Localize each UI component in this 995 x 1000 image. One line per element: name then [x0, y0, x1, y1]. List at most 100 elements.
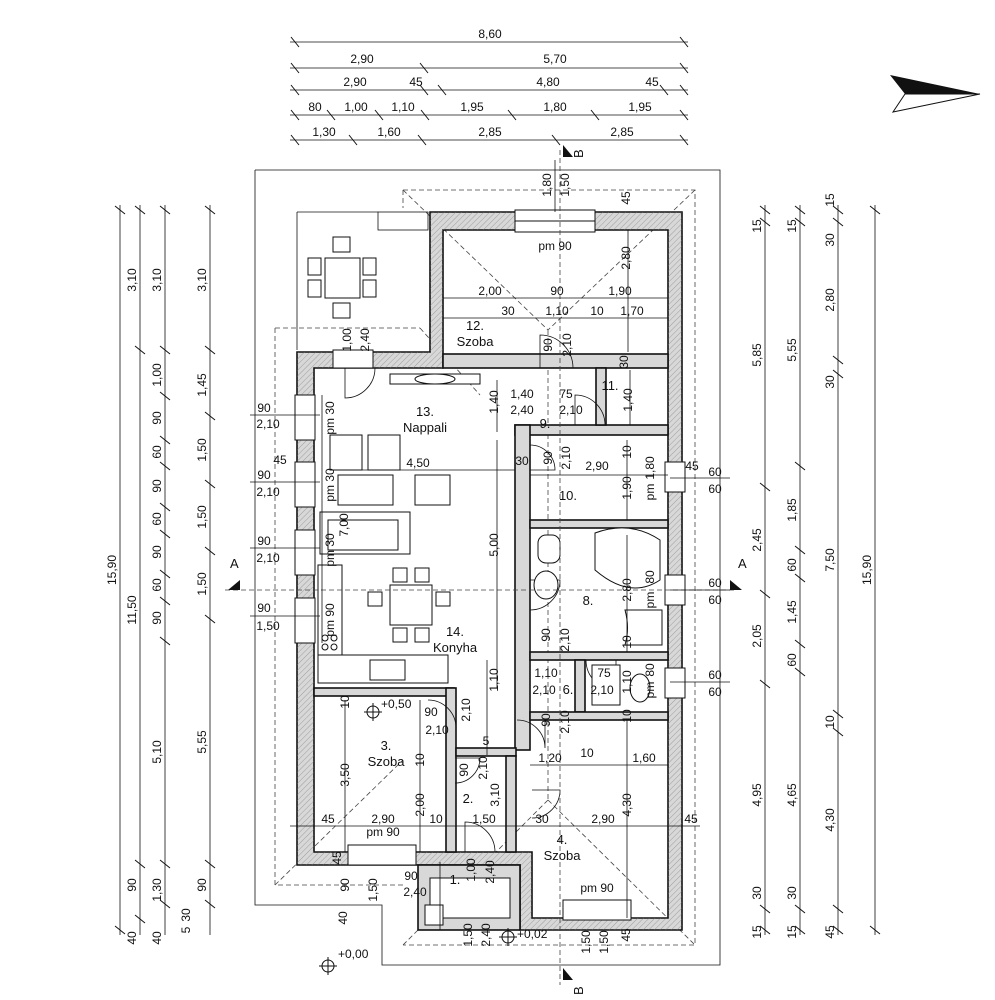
dim-r8-a: 2,80: [620, 578, 634, 602]
dim-r1-a: 90: [404, 869, 418, 883]
level-marker-icon: [319, 957, 337, 975]
dim-r3-g: 2,90: [371, 812, 395, 826]
dim-right-c2-9: 15: [785, 925, 799, 939]
dim-left-c4-8: 30: [179, 908, 193, 922]
dim-r3-pm: pm 90: [366, 825, 400, 839]
dim-terr-b: 2,40: [358, 328, 372, 352]
dim-r10-a: 90: [541, 451, 555, 465]
dim-r10-60a: 60: [708, 465, 722, 479]
dim-r3-b: 90: [424, 705, 438, 719]
dim-pm30a: pm 30: [323, 401, 337, 435]
dim-r1-f: 2,40: [479, 923, 493, 947]
dim-e-b: 90: [338, 878, 352, 892]
dim-r6-d: 2,10: [590, 683, 614, 697]
dim-pm30c: pm 30: [323, 533, 337, 567]
dim-top-r4-3: 1,10: [391, 100, 415, 114]
dim-top-r3-2: 45: [409, 75, 423, 89]
dim-r6-g: 90: [539, 713, 553, 727]
dim-r8-pm: pm: [643, 592, 657, 609]
room-13-name: Nappali: [403, 420, 447, 435]
dim-right-c1-7: 15: [750, 925, 764, 939]
dim-left-c3-12: 40: [150, 931, 164, 945]
dim-right-c3-5: 7,50: [823, 548, 837, 572]
dim-w90a: 90: [257, 401, 271, 415]
dim-right-c2-5: 1,45: [785, 600, 799, 624]
dim-w90d: 90: [257, 601, 271, 615]
dim-left-c3-2: 1,00: [150, 363, 164, 387]
section-b-top-label: B: [571, 149, 586, 158]
dim-r1-h: 1,50: [597, 930, 611, 954]
dim-r11-a: 75: [559, 387, 573, 401]
dim-r1-d: 2,40: [483, 860, 497, 884]
dim-r12-j: pm 90: [538, 239, 572, 253]
dim-hall-a: 1,10: [487, 668, 501, 692]
dim-left-c3-3: 90: [150, 411, 164, 425]
dim-left-c4-9: 5: [179, 926, 193, 933]
dim-right-c3-4: 30: [823, 375, 837, 389]
dim-top-r4-5: 1,80: [543, 100, 567, 114]
room-4-number: 4.: [557, 832, 568, 847]
dim-r12-a: 2,00: [478, 284, 502, 298]
dim-right-c3-2: 30: [823, 233, 837, 247]
dim-r4-f: 2,90: [591, 812, 615, 826]
dim-right-c3-6: 10: [823, 715, 837, 729]
dim-w90b: 90: [257, 468, 271, 482]
dim-left-c2-3: 1,30: [150, 878, 164, 902]
dim-top-total: 8,60: [478, 27, 502, 41]
level-plus-050: +0,50: [381, 697, 412, 711]
dim-r4-b: 10: [580, 746, 594, 760]
dim-top-r4-6: 1,95: [628, 100, 652, 114]
dim-left-c4-3: 1,50: [195, 438, 209, 462]
dim-right-c2-3: 1,85: [785, 498, 799, 522]
dim-r12-f: 10: [590, 304, 604, 318]
dim-r3-e: 10: [413, 753, 427, 767]
dim-r8-60a: 60: [708, 576, 722, 590]
room-10-number: 10.: [559, 488, 577, 503]
dim-right-c2-2: 5,55: [785, 338, 799, 362]
dim-r12-c: 1,90: [608, 284, 632, 298]
room-12-name: Szoba: [457, 334, 495, 349]
dim-top-r2-1: 2,90: [350, 52, 374, 66]
dim-right-c1-4: 2,05: [750, 624, 764, 648]
dim-r1-c: 1,00: [464, 858, 478, 882]
dim-r4-e: 30: [535, 812, 549, 826]
dim-r8-e: 10: [620, 635, 634, 649]
dim-r6-b: 2,10: [532, 683, 556, 697]
section-lines: A A B B: [225, 145, 747, 995]
dim-e-c: 1,50: [366, 878, 380, 902]
dim-r13-w: 7,00: [337, 513, 351, 537]
dim-r6-i: 10: [620, 709, 634, 723]
dim-left-c2-1: 11,50: [125, 595, 139, 624]
level-marks: +0,50 +0,02 +0,00: [319, 697, 548, 975]
room-4-name: Szoba: [544, 848, 582, 863]
dim-right-c2-6: 60: [785, 653, 799, 667]
dim-w45a: 45: [273, 453, 287, 467]
dim-r12-d: 30: [501, 304, 515, 318]
dim-left-c4-6: 5,55: [195, 730, 209, 754]
dim-top-a: 1,80: [540, 173, 554, 197]
dim-top-r5-4: 2,85: [610, 125, 634, 139]
dim-r6-e: 1,10: [620, 670, 634, 694]
dim-r4-c: 1,60: [632, 751, 656, 765]
dim-r10-d: 2,90: [585, 459, 609, 473]
dim-e-d: 40: [336, 911, 350, 925]
dim-r4-a: 1,20: [538, 751, 562, 765]
dim-pm90d: pm 90: [323, 603, 337, 637]
dim-r10-c: 10: [620, 445, 634, 459]
north-arrow-icon: [890, 75, 981, 113]
dim-hall-c: 5: [483, 734, 490, 748]
dim-right-c2-8: 30: [785, 886, 799, 900]
dim-r11-b: 2,10: [559, 403, 583, 417]
dim-r10-pm: pm: [643, 484, 657, 501]
level-marker-icon: [364, 703, 382, 721]
dim-hall-b: 2,10: [459, 698, 473, 722]
dim-r2-b: 2,10: [476, 756, 490, 780]
dim-right-c3-3: 2,80: [823, 288, 837, 312]
dim-r3-f: 2,00: [413, 793, 427, 817]
dim-w210c: 2,10: [256, 551, 280, 565]
dim-r10-45: 45: [685, 459, 699, 473]
dim-left-c3-1b: 3,10: [150, 268, 164, 292]
right-dimension-chains: 15 5,85 2,45 2,05 4,95 30 15 15 5,55 1,8…: [750, 193, 881, 939]
left-dimension-chains: 15,90 11,50 1,30 40 3,10 3,10 1,00 90 60…: [105, 205, 216, 945]
